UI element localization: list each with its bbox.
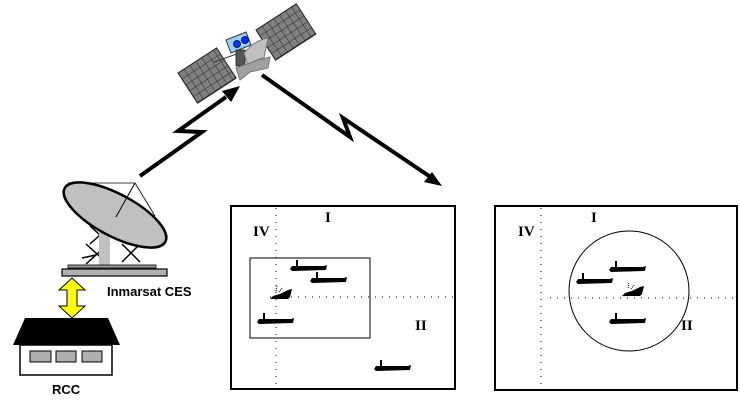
circular-search-area [568, 230, 690, 352]
uplink-arrow [138, 86, 240, 178]
quadrant-label-i: I [591, 210, 597, 226]
quadrant-label-ii: II [681, 318, 693, 334]
downlink-arrow [260, 73, 442, 186]
ground-station-label: Inmarsat CES [107, 284, 192, 299]
panel-rectangular-search-area: I IV II [230, 205, 456, 390]
quadrant-label-iv: IV [518, 224, 535, 240]
quadrant-label-iv: IV [253, 224, 270, 240]
ground-station-dish-icon [61, 181, 168, 277]
rectangular-search-area [249, 257, 371, 339]
satellite-body [225, 31, 271, 81]
rcc-label: RCC [52, 382, 81, 397]
quadrant-label-ii: II [415, 318, 427, 334]
bidirectional-arrow-icon [57, 277, 87, 319]
satellite-icon [177, 3, 317, 104]
rcc-building-icon [13, 318, 120, 376]
panel-circular-search-area: I IV II [494, 205, 738, 391]
quadrant-label-i: I [325, 210, 331, 226]
solar-panel-left [177, 47, 237, 104]
